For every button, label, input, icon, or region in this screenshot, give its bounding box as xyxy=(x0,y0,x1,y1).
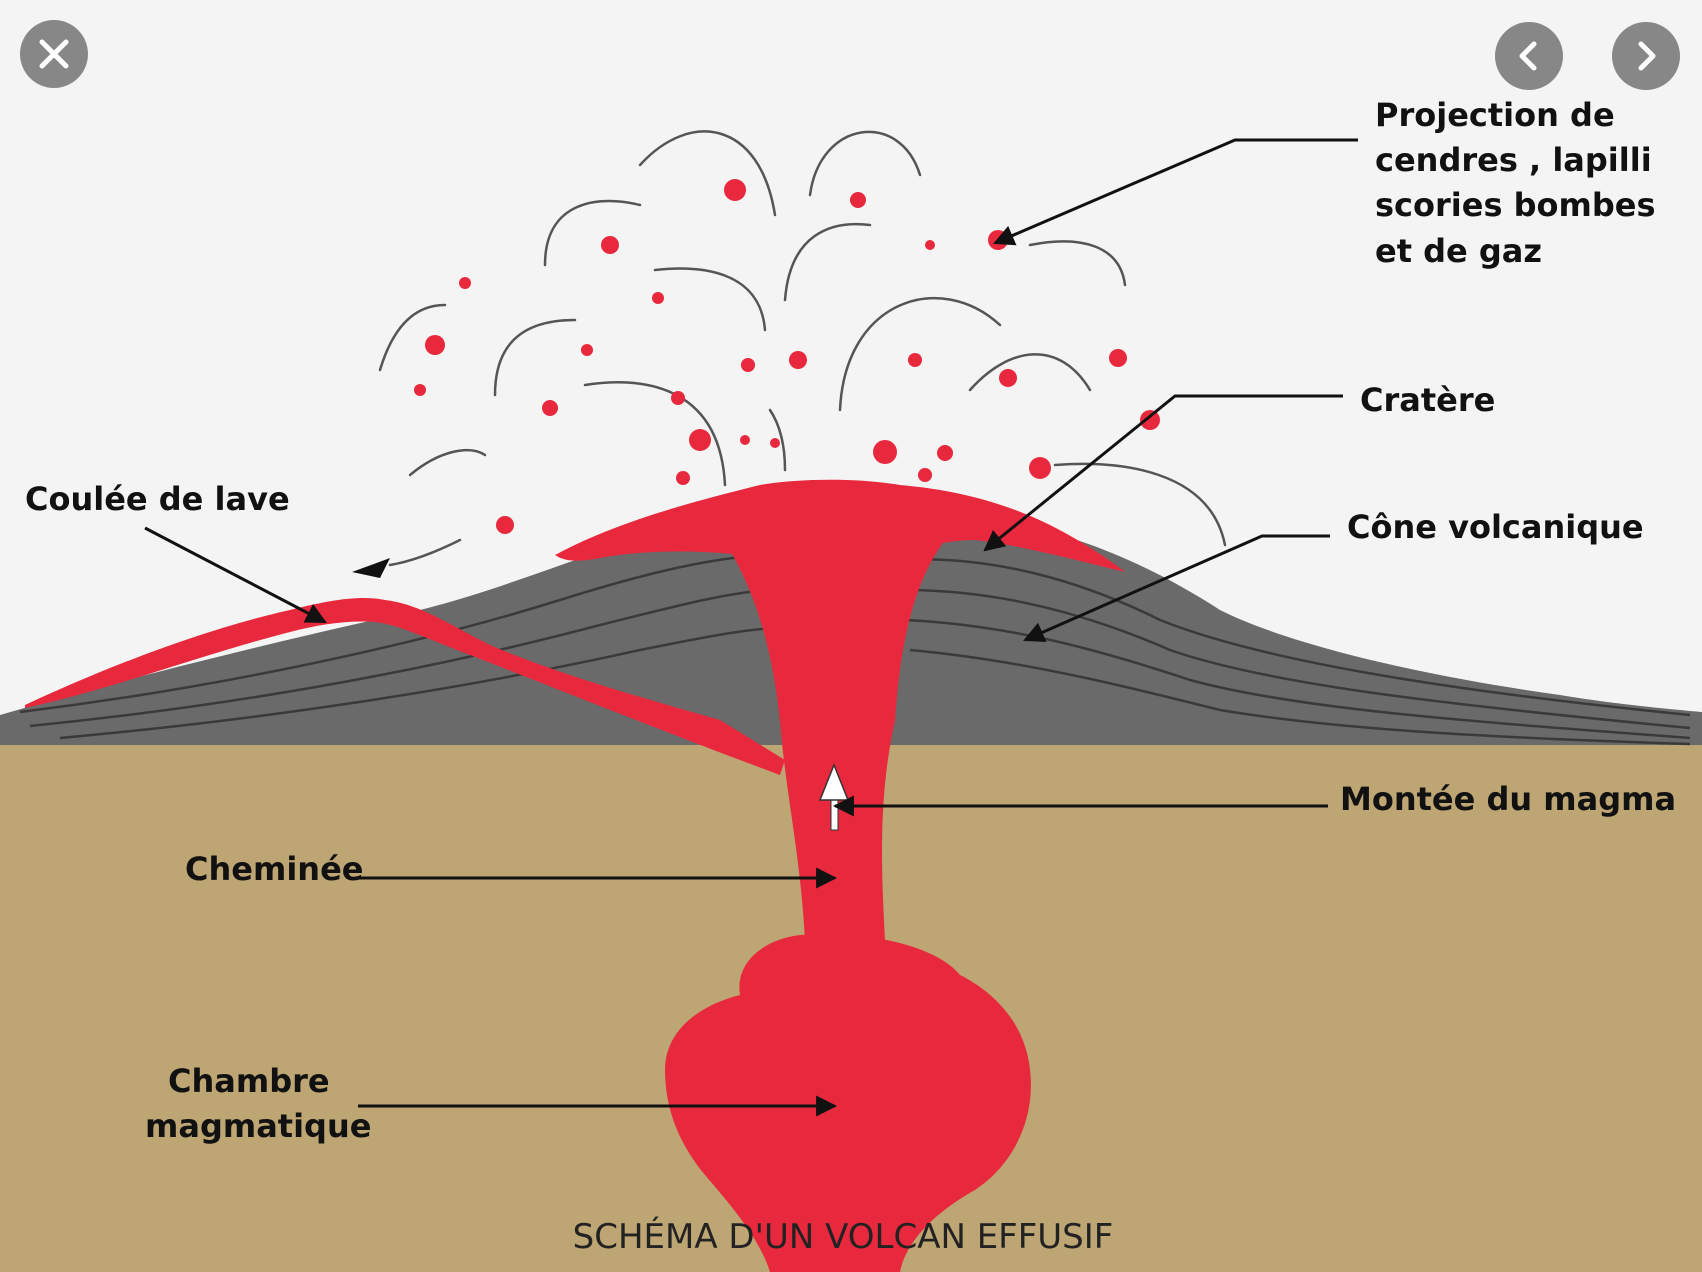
label-coulee: Coulée de lave xyxy=(25,480,290,518)
coulee-leader xyxy=(144,526,327,624)
cone-strata xyxy=(19,553,1691,746)
chevron-right-icon xyxy=(1638,41,1656,71)
label-projection-line3: scories bombes xyxy=(1375,186,1656,224)
label-chambre-line1: Chambre xyxy=(168,1062,330,1100)
diagram-title: SCHÉMA D'UN VOLCAN EFFUSIF xyxy=(573,1216,1114,1257)
label-projection-line4: et de gaz xyxy=(1375,232,1542,270)
cone-leader xyxy=(1023,534,1330,643)
magma xyxy=(25,479,1125,1272)
cratere-leader xyxy=(983,394,1343,552)
label-cratere: Cratère xyxy=(1360,381,1495,419)
ejecta-arrowhead xyxy=(352,558,390,578)
leader-lines xyxy=(144,138,1358,1117)
projection-leader xyxy=(993,138,1358,246)
label-projection-line1: Projection de xyxy=(1375,96,1615,134)
lava-flow xyxy=(25,598,785,775)
magma-conduit-upper xyxy=(710,520,945,722)
next-button[interactable] xyxy=(1612,22,1680,90)
ejecta-blobs xyxy=(414,179,1160,534)
crater-overflow xyxy=(555,479,1125,572)
label-projection-line2: cendres , lapilli xyxy=(1375,141,1652,179)
chevron-left-icon xyxy=(1519,41,1537,71)
label-cheminee: Cheminée xyxy=(185,850,363,888)
close-icon xyxy=(39,39,69,69)
label-chambre-line2: magmatique xyxy=(145,1107,371,1145)
previous-button[interactable] xyxy=(1495,22,1563,90)
label-montee: Montée du magma xyxy=(1340,780,1676,818)
ejecta-trajectories xyxy=(378,130,1227,567)
close-button[interactable] xyxy=(20,20,88,88)
label-cone: Cône volcanique xyxy=(1347,508,1644,546)
magma-chamber xyxy=(665,934,1031,1272)
